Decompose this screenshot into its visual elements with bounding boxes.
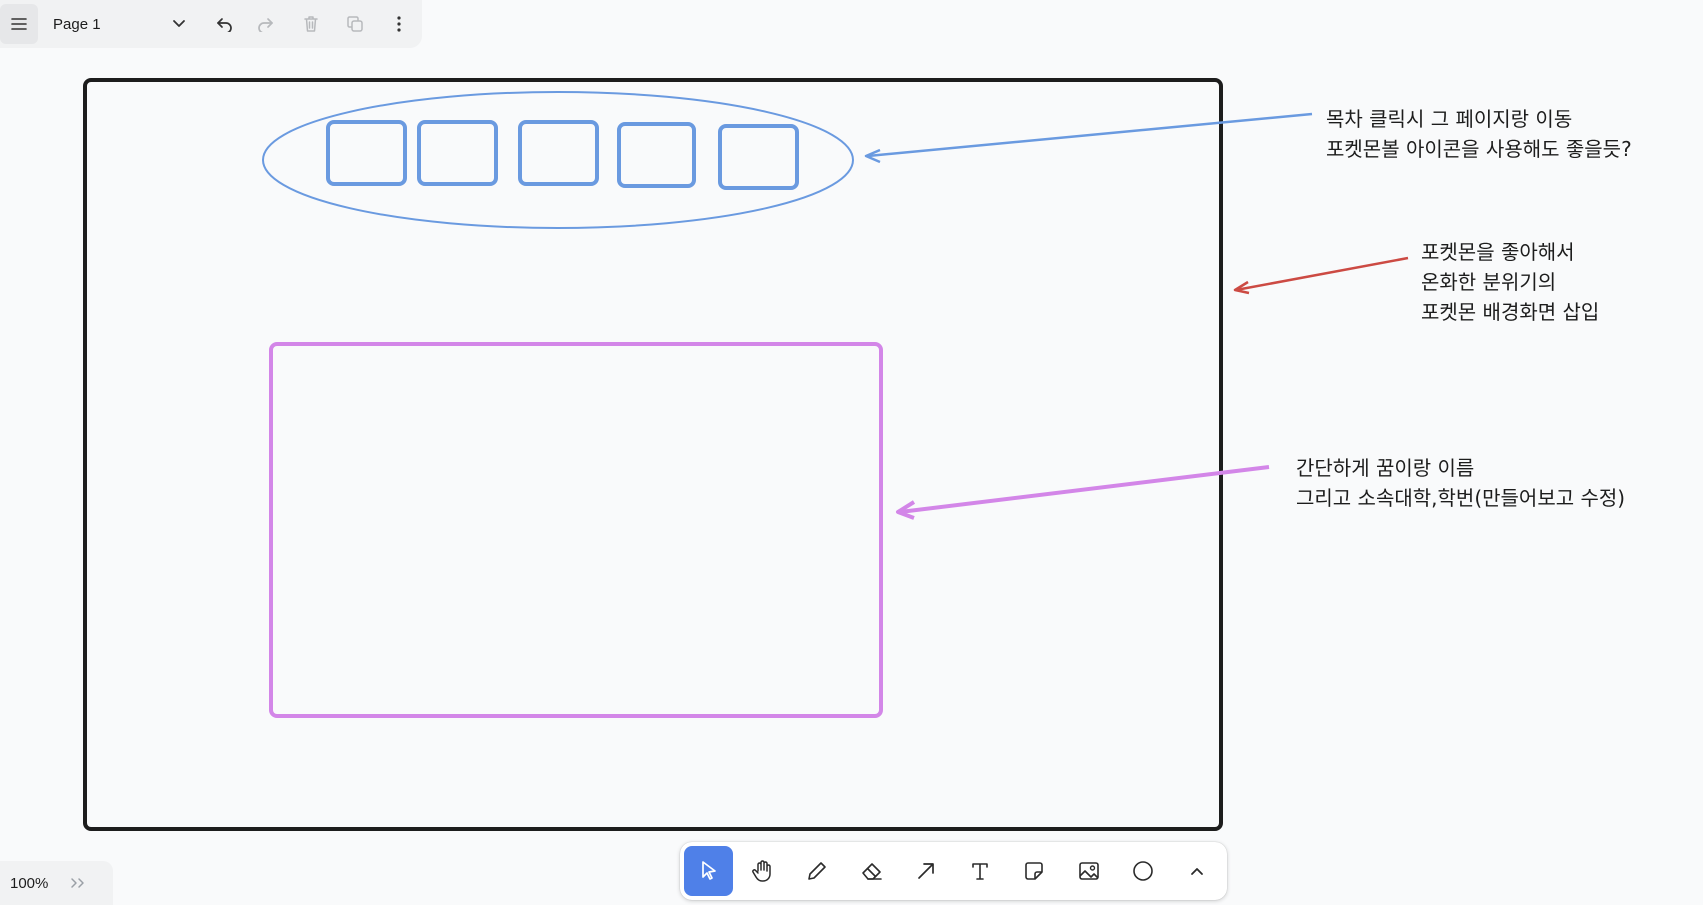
frame-rectangle[interactable] [83,78,1223,831]
sticky-note-icon [1025,862,1044,880]
note-profile[interactable]: 간단하게 꿈이랑 이름 그리고 소속대학,학번(만들어보고 수정) [1296,456,1626,510]
undo-button[interactable] [205,2,245,46]
zoom-panel: 100% [0,861,113,905]
pencil-icon [808,862,827,880]
tool-arrow[interactable] [901,846,950,896]
expand-button[interactable] [70,877,86,889]
top-bar: Page 1 [0,0,422,48]
red-arrow[interactable] [1235,256,1409,292]
more-button[interactable] [379,2,419,46]
menu-button[interactable] [0,4,38,44]
tool-note[interactable] [1010,846,1059,896]
duplicate-icon [347,16,363,32]
violet-arrow-head [896,500,916,520]
menu-box-4[interactable] [617,122,696,188]
text-icon [972,863,988,880]
tool-ellipse[interactable] [1118,846,1167,896]
double-chevron-right-icon [71,878,84,888]
chevron-down-icon [173,20,185,27]
tool-bar [680,842,1227,900]
note-background[interactable]: 포켓몬을 좋아해서 온화한 분위기의 포켓몬 배경화면 삽입 [1421,240,1600,324]
undo-icon [217,18,232,32]
violet-arrow[interactable] [899,465,1270,514]
menu-icon [11,18,27,30]
redo-icon [258,18,273,32]
blue-arrow[interactable] [867,112,1313,158]
page-name: Page 1 [53,15,101,33]
hand-icon [752,860,771,882]
redo-button[interactable] [245,2,285,46]
more-vertical-icon [397,16,401,32]
tool-draw[interactable] [793,846,842,896]
delete-button[interactable] [291,2,331,46]
tool-hand[interactable] [738,846,787,896]
trash-icon [304,16,318,32]
profile-rectangle[interactable] [269,342,883,718]
ellipse-icon [1133,861,1153,881]
duplicate-button[interactable] [335,2,375,46]
blue-arrow-head [864,148,881,164]
tool-text[interactable] [955,846,1004,896]
menu-box-2[interactable] [417,120,498,186]
eraser-icon [861,863,882,880]
menu-box-1[interactable] [326,120,407,186]
image-icon [1078,862,1099,880]
arrow-icon [917,863,934,879]
red-arrow-head [1233,280,1250,295]
tool-image[interactable] [1064,846,1113,896]
tool-eraser[interactable] [847,846,896,896]
page-dropdown-button[interactable] [159,2,199,46]
tool-more[interactable] [1173,846,1222,896]
cursor-icon [701,861,716,880]
menu-box-5[interactable] [718,124,799,190]
tool-select[interactable] [684,846,734,896]
page-selector[interactable]: Page 1 [38,2,199,46]
zoom-level[interactable]: 100% [10,874,49,892]
menu-ellipse[interactable] [262,91,854,229]
chevron-up-icon [1191,868,1204,875]
menu-box-3[interactable] [518,120,599,186]
note-table-of-contents[interactable]: 목차 클릭시 그 페이지랑 이동 포켓몬볼 아이콘을 사용해도 좋을듯? [1326,107,1632,161]
